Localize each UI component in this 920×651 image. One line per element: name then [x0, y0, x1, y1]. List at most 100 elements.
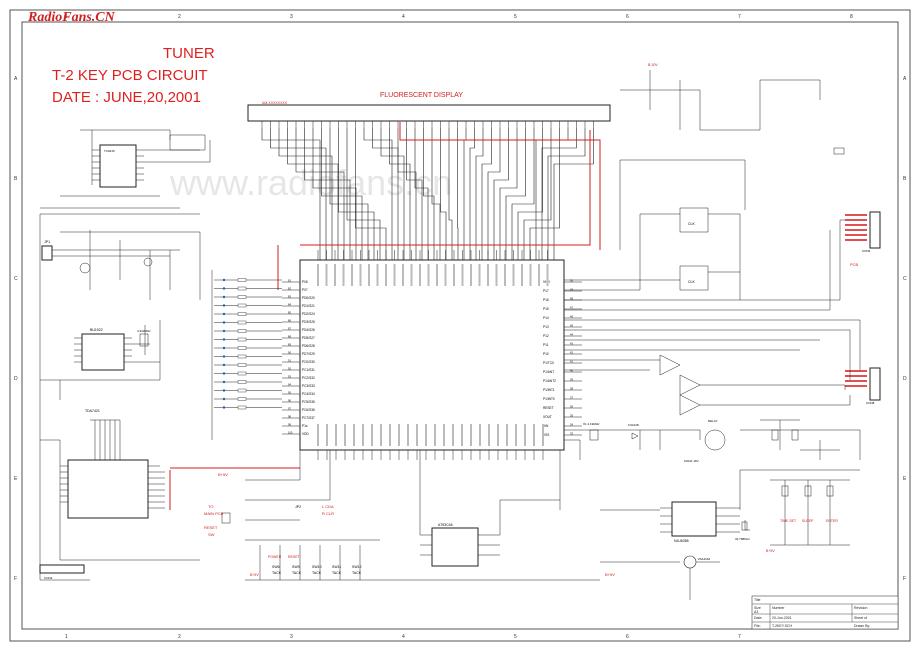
row-mark: F	[903, 576, 906, 582]
title-line2: T-2 KEY PCB CIRCUIT	[52, 67, 208, 84]
mcu-right-pin-label: P1/TC0	[543, 361, 554, 365]
display-wire	[431, 128, 441, 260]
display-wire	[529, 128, 560, 260]
cn1	[39, 564, 85, 574]
mcu-top-pin-text	[453, 264, 455, 286]
main-pcb-label: MAIN PCB	[204, 511, 224, 516]
vcc-label: B+5V	[250, 573, 259, 577]
mcu-left-pin-num: 95	[288, 390, 291, 394]
mcu-right-pin-num: 38	[570, 386, 573, 390]
mcu-top-pin-text	[393, 264, 396, 286]
mcu-top-pin-text	[368, 264, 370, 286]
mcu-top-pin-text	[334, 264, 336, 286]
display-wire	[338, 128, 375, 260]
mcu-top-pin-text	[436, 264, 438, 286]
u5-wiring	[559, 450, 860, 533]
to-label: TO	[208, 504, 213, 509]
tact-label: TACK	[312, 571, 322, 575]
mcu-top-pin-text	[359, 264, 362, 286]
osc-section	[564, 429, 726, 460]
mcu-left-pin-num: 98	[288, 414, 291, 418]
mcu-right-pin-label: P1/ANT2	[543, 379, 556, 383]
mcu-right-pin-label: RESET	[543, 406, 554, 410]
key-reset-label: RESET	[288, 555, 301, 559]
mcu-right-pin-label: P14	[543, 316, 549, 320]
key-wiring	[221, 450, 600, 581]
mcu-right-pin-num: 46	[570, 314, 573, 318]
mcu-right-pin-num: 50	[570, 278, 573, 282]
mcu-left-pin-label: P1s	[302, 424, 308, 428]
mcu-right-pin-label: P1/INT1	[543, 388, 555, 392]
inner-frame	[21, 21, 899, 630]
ic-u6	[99, 144, 137, 188]
mcu-left-pins: P0681P0782PD0/S2083PD1/S2184PD2/S2485PD3…	[282, 278, 315, 436]
mcu-right-pin-label: P10	[543, 352, 549, 356]
jack-area	[740, 419, 861, 460]
row-mark: E	[14, 476, 18, 482]
col-mark: 6	[626, 14, 629, 20]
cn3	[869, 367, 881, 401]
mcu-right-pin-num: 39	[570, 377, 573, 381]
mcu-bottom-pin-text	[434, 424, 436, 446]
col-mark: 5	[514, 634, 517, 640]
mcu-bottom-pin-text	[533, 424, 535, 446]
c11-label: 100uF 16V	[684, 459, 699, 463]
mcu-bottom-pin-text	[425, 424, 427, 446]
ic-u4	[431, 527, 479, 567]
mcu-bottom-pin-text	[497, 424, 499, 446]
display-wire	[457, 128, 459, 260]
mcu-left-pin-num: 96	[288, 398, 291, 402]
red-net	[169, 245, 300, 510]
mcu-bottom-pin-text	[524, 424, 526, 446]
ladder-node	[222, 372, 226, 375]
mcu-left-pin-num: 91	[288, 358, 291, 362]
display-wire	[505, 128, 526, 260]
display-wire	[493, 128, 509, 260]
tt-date-val: 20-Jun-2001	[772, 616, 792, 620]
mcu-left-pin-label: VDD	[302, 432, 309, 436]
mcu-bottom-pin-text	[389, 424, 391, 446]
mcu-right-pin-num: 42	[570, 350, 573, 354]
ladder-resistor	[237, 337, 247, 342]
ladder-node	[222, 355, 226, 358]
mcu-left-pin-num: 92	[288, 366, 291, 370]
mcu-left-pin-label: PD4/S26	[302, 328, 315, 332]
mcu-bottom-pin-text	[443, 424, 445, 446]
tt-drawn: Drawn By:	[854, 624, 870, 628]
mcu-top-pin-text	[504, 264, 506, 286]
display-wire	[475, 128, 484, 260]
tt-revision: Revision	[854, 606, 867, 610]
mcu-left-pin-num: 100	[288, 430, 293, 434]
mcu-left-pin-label: PC0/S30	[302, 360, 315, 364]
mcu-left-pin-num: 97	[288, 406, 291, 410]
col-mark: 7	[738, 634, 741, 640]
ladder-node	[222, 329, 226, 333]
col-mark: 6	[626, 634, 629, 640]
sw9-label: SW9	[292, 565, 300, 569]
mcu-top-pin-text	[342, 264, 345, 286]
right-ics	[564, 207, 741, 300]
u4-wiring	[419, 450, 560, 556]
mcu-left-pin-label: PD5/S27	[302, 336, 315, 340]
display-wire	[372, 128, 399, 260]
col-mark: 2	[178, 634, 181, 640]
mcu-right-pin-num: 40	[570, 368, 573, 372]
row-mark: F	[14, 576, 17, 582]
mcu-bottom-pin-text	[416, 424, 418, 446]
mcu-right-pin-label: P12	[543, 334, 549, 338]
tact-label: TACK	[332, 571, 342, 575]
vcc-label: B+5V	[218, 472, 228, 477]
tt-number: Number	[772, 606, 785, 610]
row-mark: D	[903, 376, 907, 382]
resistor-ladder	[211, 270, 282, 440]
display-wire	[346, 128, 381, 260]
mcu-bottom-pin-text	[515, 424, 517, 446]
mcu-top-pin-text	[461, 264, 464, 286]
key-switch-row: POWER RESET SW6 SW9 SW10 SW11 SW12 TACK …	[250, 555, 362, 577]
tt-size-val: A3	[754, 610, 758, 614]
mcu-top-pin-text	[376, 264, 379, 286]
mcu-right-pin-label: P16	[543, 298, 549, 302]
ladder-resistor	[237, 312, 247, 316]
